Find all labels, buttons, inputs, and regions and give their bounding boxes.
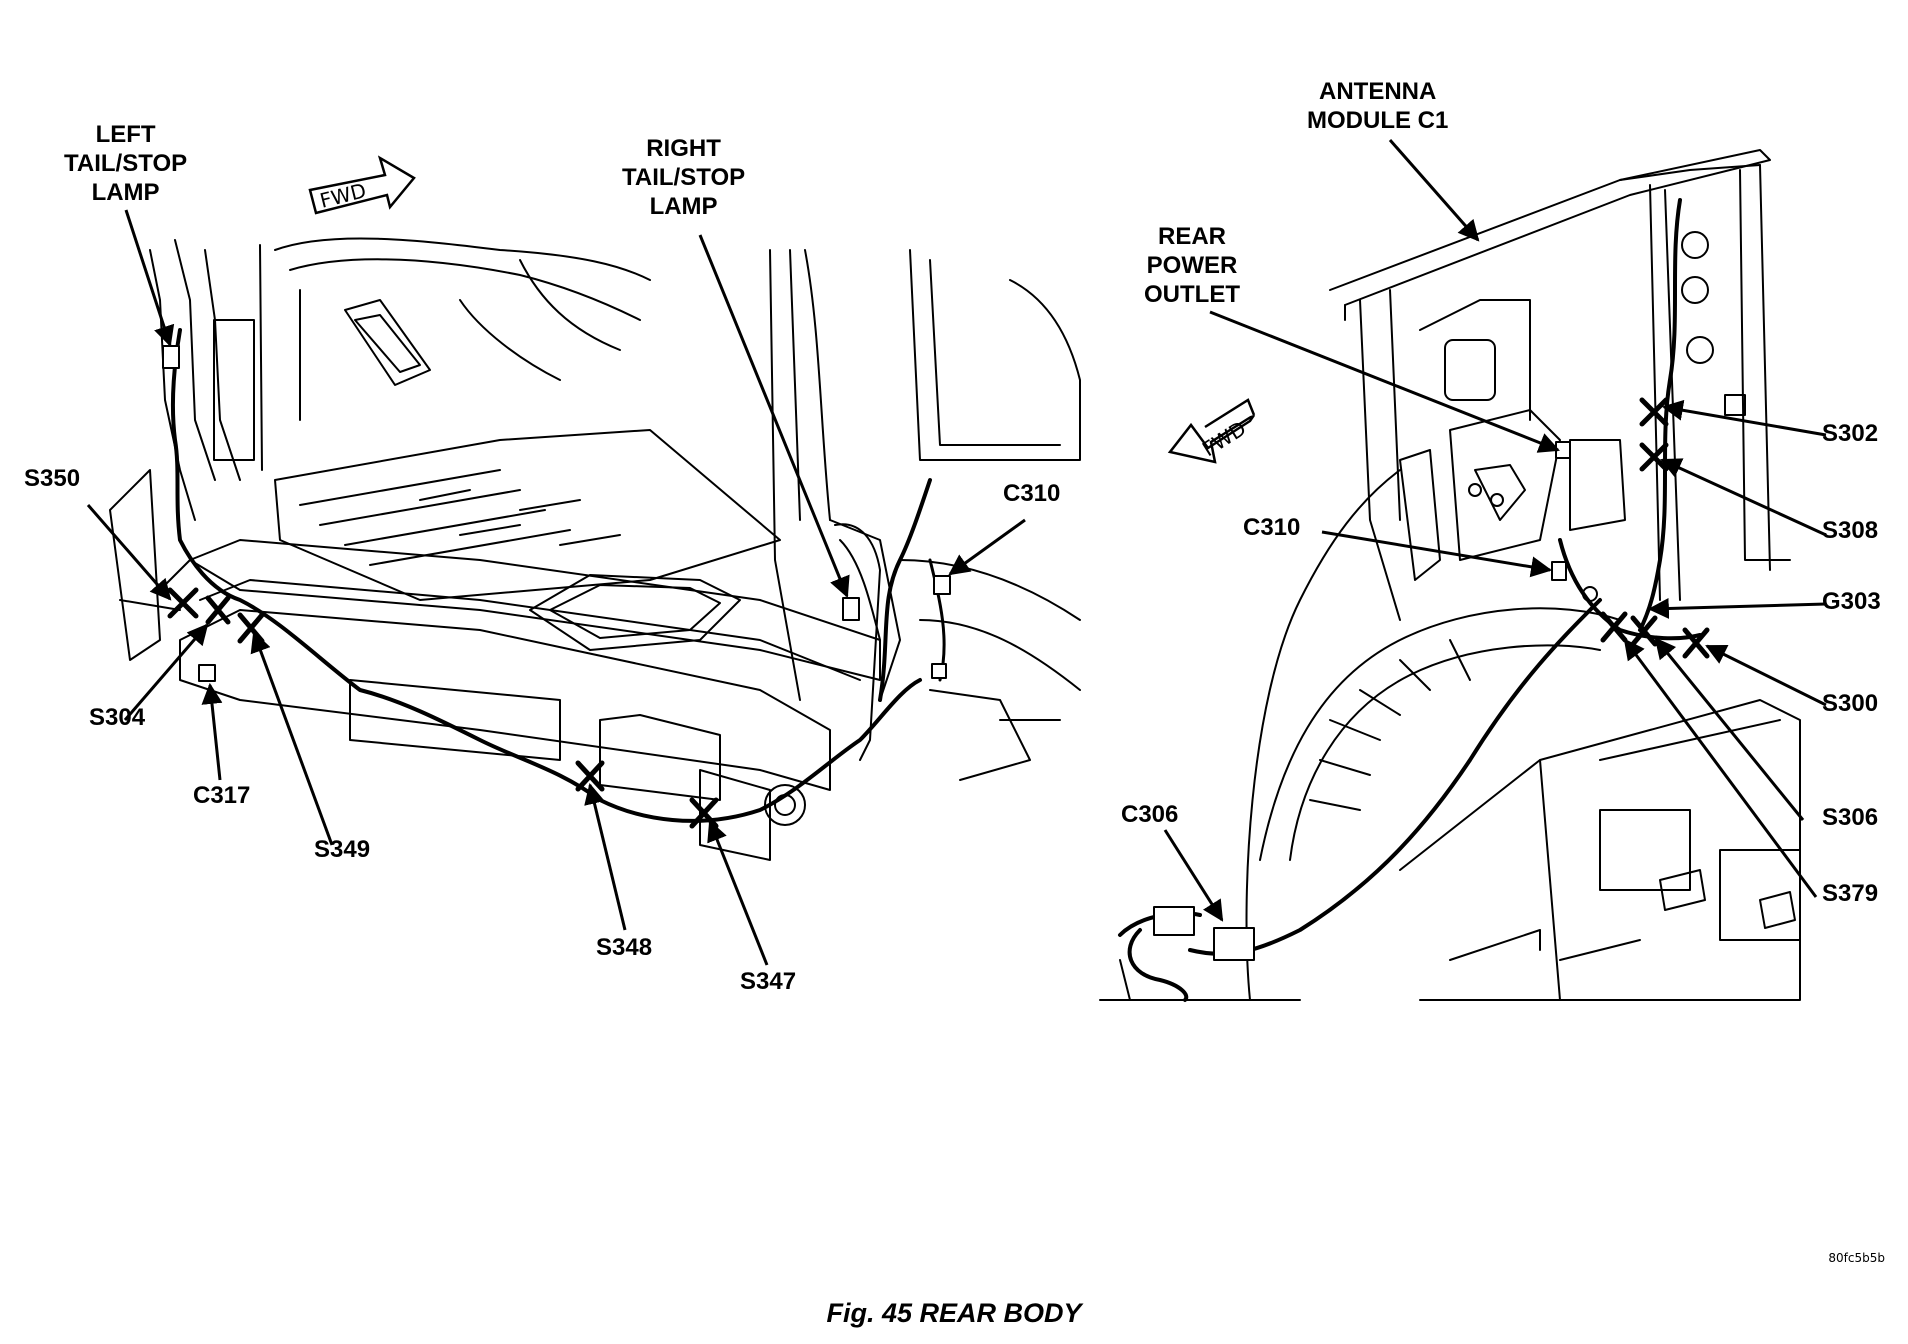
left-leaders <box>86 209 1026 966</box>
label-c310-right: C310 <box>1243 514 1301 541</box>
right-splice-marks <box>1600 397 1710 659</box>
label-s308: S308 <box>1822 517 1879 544</box>
figure-code: 80fc5b5b <box>1828 1251 1885 1265</box>
label-s348: S348 <box>596 934 653 961</box>
fwd-arrow-left <box>308 155 416 215</box>
label-s300: S300 <box>1822 690 1879 717</box>
label-left-tail-stop-lamp: LEFT TAIL/STOP LAMP <box>64 121 188 206</box>
label-s306: S306 <box>1822 804 1879 831</box>
left-splice-marks <box>167 587 719 829</box>
label-right-tail-stop-lamp: RIGHT TAIL/STOP LAMP <box>622 135 746 220</box>
label-c306: C306 <box>1121 801 1179 828</box>
label-antenna-module-c1: ANTENNA MODULE C1 <box>1307 78 1449 134</box>
label-s349: S349 <box>314 836 371 863</box>
label-s304: S304 <box>89 704 146 731</box>
right-view-drawing <box>1099 149 1801 1002</box>
label-s379: S379 <box>1822 880 1879 907</box>
figure-caption: Fig. 45 REAR BODY <box>826 1298 1082 1328</box>
right-leaders <box>1163 139 1827 922</box>
label-rear-power-outlet: REAR POWER OUTLET <box>1144 223 1240 308</box>
left-view-drawing <box>109 237 1081 861</box>
label-c310-left: C310 <box>1003 480 1061 507</box>
label-g303: G303 <box>1822 588 1881 615</box>
label-c317: C317 <box>193 782 251 809</box>
label-s347: S347 <box>740 968 797 995</box>
fwd-arrow-right <box>1167 398 1256 464</box>
label-s302: S302 <box>1822 420 1879 447</box>
fwd-label-left: FWD <box>317 178 368 213</box>
label-s350: S350 <box>24 465 81 492</box>
